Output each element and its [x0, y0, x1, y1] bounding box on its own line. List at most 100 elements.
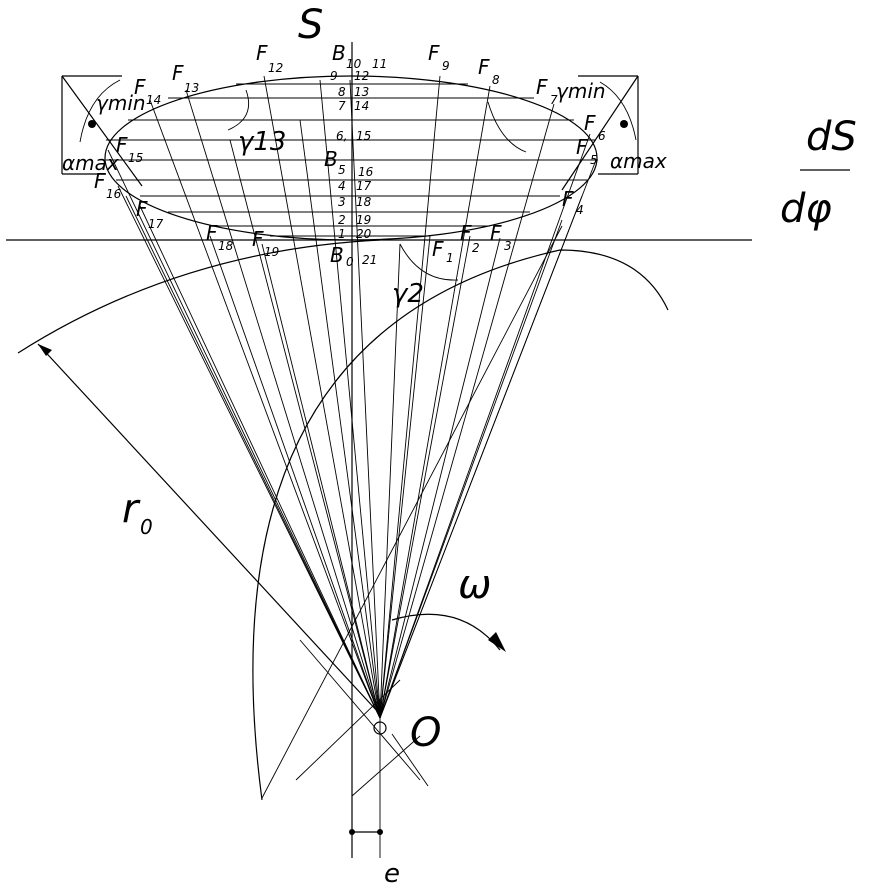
svg-text:12: 12 — [268, 61, 283, 75]
ellipse-chords — [106, 83, 598, 237]
axis-number-right: 14 — [354, 99, 369, 113]
axis-number-right: 12 — [354, 69, 369, 83]
center-o-circle — [373, 721, 387, 735]
r0-subscript: 0 — [140, 515, 153, 539]
svg-text:13: 13 — [184, 81, 199, 95]
svg-text:B: B — [332, 41, 346, 65]
svg-text:F: F — [432, 237, 444, 261]
b-point-b0: B 0 — [330, 243, 354, 269]
gamma8-arc — [487, 101, 527, 153]
svg-text:F: F — [206, 221, 218, 245]
svg-text:F: F — [536, 75, 548, 99]
axis-number-left: 7 — [338, 99, 346, 113]
svg-text:2: 2 — [472, 241, 480, 255]
svg-text:F: F — [252, 227, 264, 251]
left-angle-triangle — [61, 75, 143, 187]
svg-text:F: F — [576, 135, 588, 159]
gamma2-label: γ2 — [392, 279, 424, 309]
e-dim-right-dot — [377, 829, 383, 835]
axis-number-left: 9 — [330, 69, 338, 83]
svg-text:5: 5 — [338, 163, 346, 177]
axis-number-right: 17 — [356, 179, 372, 193]
svg-text:15: 15 — [128, 151, 143, 165]
svg-text:5: 5 — [590, 153, 598, 167]
svg-text:F: F — [428, 41, 440, 65]
alpha-right-dot — [620, 120, 628, 128]
f-point-f9: F9 — [428, 41, 450, 73]
alpha-left-arc — [79, 79, 121, 143]
svg-text:0: 0 — [346, 255, 354, 269]
svg-text:F: F — [172, 61, 184, 85]
svg-text:6: 6 — [598, 129, 606, 143]
f-point-f18: F18 — [206, 221, 234, 253]
f-point-f12: F12 — [256, 41, 283, 75]
axis-number-left: 3 — [338, 195, 346, 209]
f-point-f14: F14 — [134, 75, 161, 107]
b-point-b10: B 10 — [332, 41, 362, 71]
base-circle-arc-left — [17, 239, 381, 354]
svg-text:F: F — [584, 111, 596, 135]
axis-number-right: 15 — [356, 129, 371, 143]
svg-text:B: B — [324, 147, 338, 171]
gamma13-arc — [227, 89, 250, 131]
f-point-f6: F6 — [584, 111, 606, 143]
axis-number-right: 21 — [362, 253, 377, 267]
axis-number-right: 13 — [354, 85, 369, 99]
base-circle-arc — [252, 249, 669, 801]
svg-text:8: 8 — [492, 73, 500, 87]
axis-number-right: 18 — [356, 195, 372, 209]
svg-text:F: F — [460, 221, 472, 245]
rays-to-ellipse — [107, 75, 597, 719]
f-point-f15: F15 — [116, 133, 143, 165]
gamma13-label: γ13 — [238, 127, 286, 157]
svg-text:F: F — [116, 133, 128, 157]
svg-text:F: F — [94, 169, 106, 193]
r0-arrow-head — [38, 344, 52, 356]
alpha-left-dot — [88, 120, 96, 128]
s-axis-label: S — [298, 2, 323, 48]
svg-text:1: 1 — [446, 251, 454, 265]
svg-text:7: 7 — [550, 93, 558, 107]
ds-dphi-ellipse — [104, 75, 598, 241]
svg-text:4: 4 — [576, 203, 584, 217]
f-point-f8: F8 — [478, 55, 500, 87]
gamma-min-right-label: γmin — [556, 79, 606, 103]
svg-text:F: F — [478, 55, 490, 79]
svg-text:3: 3 — [504, 239, 512, 253]
svg-text:17: 17 — [148, 217, 164, 231]
svg-text:F: F — [256, 41, 268, 65]
axis-number-right: 16 — [358, 165, 374, 179]
alpha-right-arc — [599, 81, 637, 141]
alpha-max-left-label: αmax — [62, 151, 119, 175]
svg-text:19: 19 — [264, 245, 279, 259]
axis-number-left: 8 — [338, 85, 346, 99]
ds-label: dS — [806, 114, 857, 160]
svg-text:10: 10 — [346, 57, 362, 71]
f-point-f3: F3 — [490, 221, 512, 253]
axis-number-left: 4 — [338, 179, 346, 193]
svg-text:16: 16 — [106, 187, 122, 201]
e-label: e — [384, 859, 400, 889]
construction-lines — [261, 225, 563, 799]
svg-text:F: F — [134, 75, 146, 99]
dphi-label: dφ — [780, 186, 832, 232]
alpha-max-right-label: αmax — [610, 149, 667, 173]
f-point-f17: F17 — [136, 197, 164, 231]
f-point-f5: F5 — [576, 135, 598, 167]
f-point-f7: F7 — [536, 75, 558, 107]
svg-text:14: 14 — [146, 93, 161, 107]
gamma2-arc — [399, 243, 459, 281]
f-point-f16: F16 — [94, 169, 122, 201]
axis-number-right: 11 — [372, 57, 387, 71]
f-point-f13: F13 — [172, 61, 199, 95]
f-point-f19: F19 — [252, 227, 279, 259]
o-center-label: O — [410, 710, 441, 756]
axis-number-right: 20 — [356, 227, 372, 241]
gamma-min-left-label: γmin — [96, 91, 146, 115]
omega-arrow-head — [488, 632, 506, 652]
axis-number-left: 2 — [338, 213, 346, 227]
r0-label: r — [122, 486, 141, 532]
